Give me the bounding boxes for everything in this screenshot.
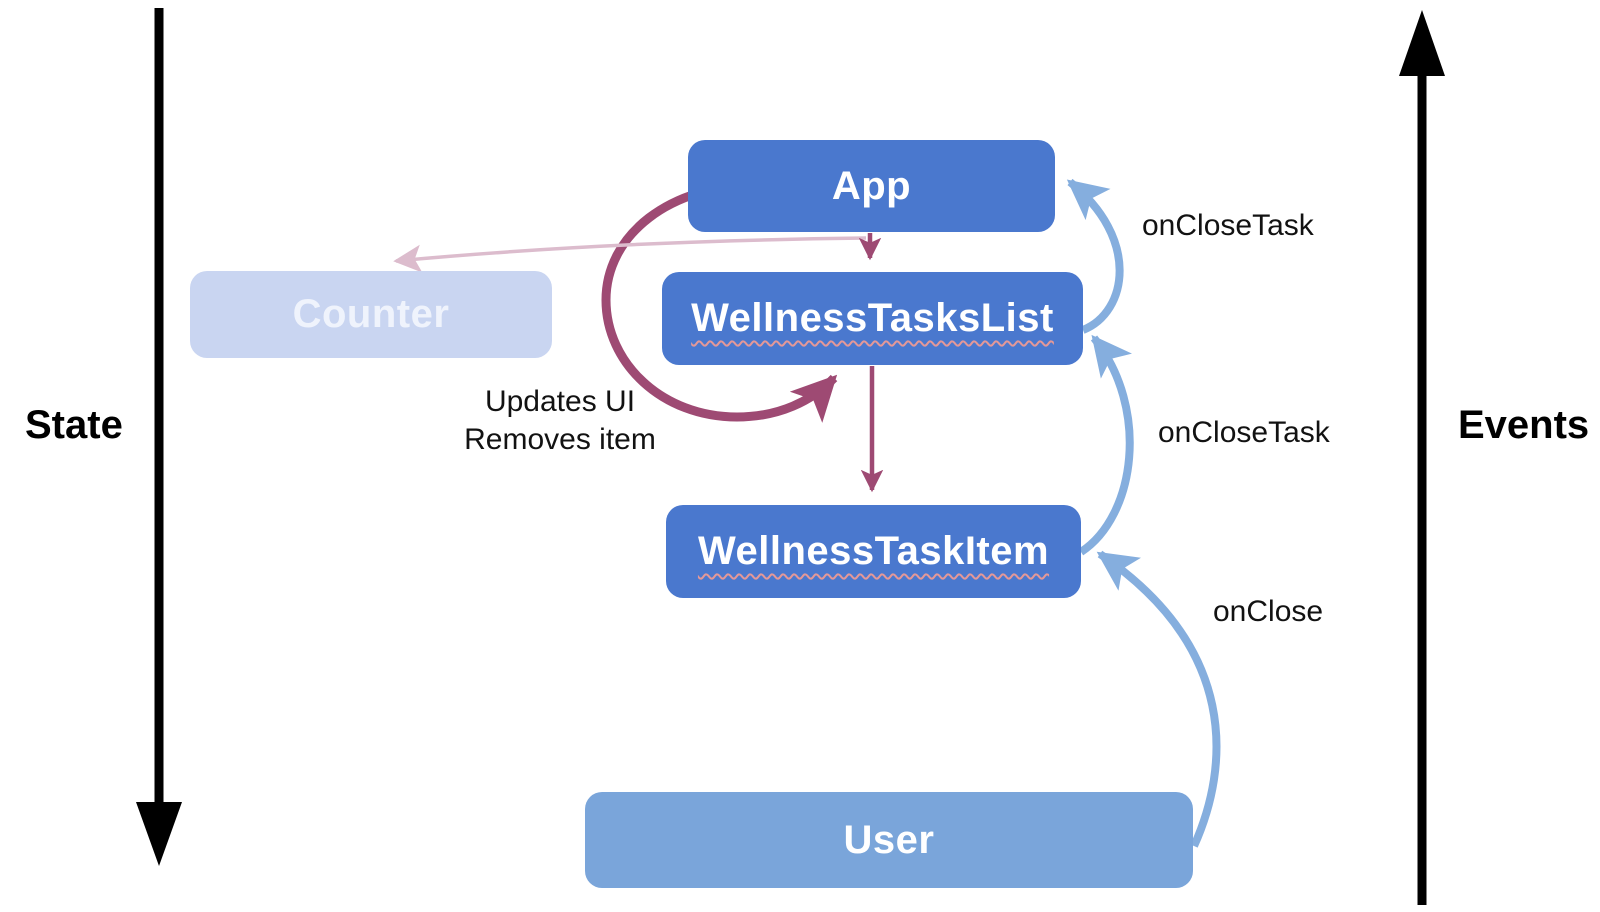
- axis-label-state: State: [25, 403, 123, 447]
- axis-label-events: Events: [1458, 403, 1590, 447]
- edge-item-to-list-arrow: [1078, 334, 1134, 556]
- state-axis-arrowhead: [136, 802, 182, 866]
- node-user-label: User: [843, 817, 935, 862]
- node-wellness-tasks-list: WellnessTasksList: [662, 272, 1083, 365]
- edge-app-to-counter-arrow: [393, 236, 867, 273]
- node-app-label: App: [831, 163, 912, 208]
- node-app: App: [688, 140, 1055, 232]
- node-counter: Counter: [190, 271, 552, 358]
- edge-label-onclose-bottom: onClose: [1213, 595, 1324, 628]
- edge-list-to-app-arrow: [1066, 178, 1124, 334]
- node-counter-label: Counter: [292, 292, 450, 336]
- node-user: User: [585, 792, 1193, 888]
- node-wellness-task-item: WellnessTaskItem: [666, 505, 1081, 598]
- events-axis-arrowhead: [1399, 10, 1445, 76]
- edge-label-oncloseTask-middle: onCloseTask: [1158, 416, 1330, 449]
- loop-label-line2: Removes item: [464, 423, 656, 456]
- node-wellness-task-item-label: WellnessTaskItem: [697, 529, 1050, 573]
- edge-app-loop-arrow: [601, 179, 838, 423]
- loop-label-line1: Updates UI: [484, 385, 636, 418]
- node-wellness-tasks-list-label: WellnessTasksList: [691, 296, 1054, 340]
- edge-user-to-item-arrow: [1096, 550, 1221, 848]
- loop-label: Updates UI Removes item: [410, 383, 710, 459]
- edge-label-oncloseTask-top: onCloseTask: [1142, 209, 1314, 242]
